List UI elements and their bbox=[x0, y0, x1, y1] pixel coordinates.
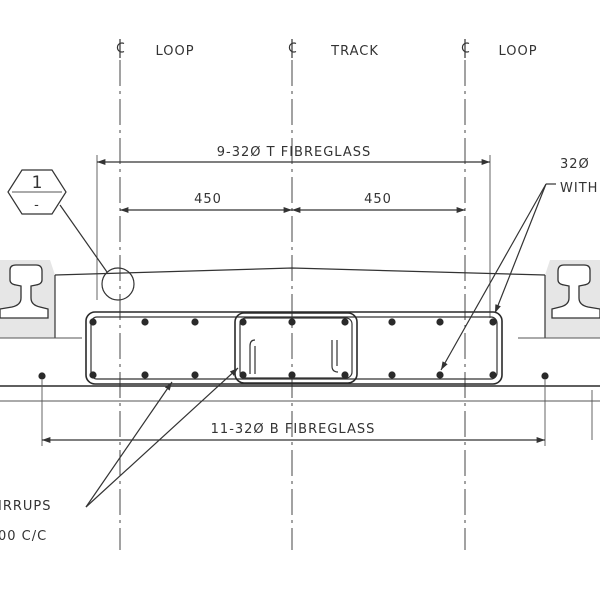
hexagon-detail-icon bbox=[7, 169, 67, 215]
rebar-top bbox=[239, 318, 247, 326]
detail-sheet: - bbox=[34, 198, 40, 213]
centerline-icon bbox=[116, 39, 125, 58]
top-bars-dimension bbox=[96, 155, 491, 318]
rebar-bottom bbox=[89, 371, 97, 379]
centerline-icon bbox=[288, 39, 297, 58]
spacing-left-label: 450 bbox=[194, 192, 222, 207]
label-loop-left: LOOP bbox=[155, 44, 194, 59]
detail-circle bbox=[101, 267, 135, 301]
base-lines bbox=[0, 385, 600, 440]
inner-stirrup bbox=[234, 312, 358, 384]
slab-outline bbox=[0, 267, 600, 339]
rebar-bottom bbox=[541, 372, 549, 380]
rebar-bottom bbox=[38, 372, 46, 380]
top-bars bbox=[89, 318, 497, 326]
left-rail-pocket bbox=[0, 260, 55, 338]
bar-note-line1: 32Ø bbox=[560, 157, 590, 172]
stirrup-hook-right bbox=[331, 340, 339, 373]
rebar-top bbox=[436, 318, 444, 326]
rebar-bottom bbox=[239, 371, 247, 379]
bar-note-leaders bbox=[440, 183, 556, 371]
rail-profile-icon bbox=[0, 264, 49, 319]
rebar-top bbox=[89, 318, 97, 326]
rebar-top bbox=[341, 318, 349, 326]
stirrup-note-leaders bbox=[85, 367, 239, 508]
stirrup-note-line2: 00 C/C bbox=[0, 529, 47, 544]
bar-note-line2: WITH bbox=[560, 181, 598, 196]
label-track: TRACK bbox=[330, 44, 379, 59]
spacing-right-label: 450 bbox=[364, 192, 392, 207]
rebar-top bbox=[191, 318, 199, 326]
rebar-bottom bbox=[436, 371, 444, 379]
bottom-bars-label: 11-32Ø B FIBREGLASS bbox=[211, 422, 376, 437]
rebar-top bbox=[288, 318, 296, 326]
bottom-bars-dimension bbox=[41, 380, 546, 446]
outer-stirrup bbox=[85, 311, 503, 385]
top-bars-label: 9-32Ø T FIBREGLASS bbox=[217, 145, 371, 160]
stirrup-hook-left bbox=[249, 339, 256, 374]
rebar-bottom bbox=[489, 371, 497, 379]
centerlines bbox=[119, 60, 466, 550]
stirrup-note-line1: IRRUPS bbox=[0, 499, 52, 514]
right-rail-pocket bbox=[545, 260, 600, 338]
label-loop-right: LOOP bbox=[498, 44, 537, 59]
detail-leader bbox=[59, 204, 108, 273]
rebar-bottom bbox=[341, 371, 349, 379]
rebar-bottom bbox=[191, 371, 199, 379]
rebar-top bbox=[489, 318, 497, 326]
rebar-bottom bbox=[288, 371, 296, 379]
bottom-bars bbox=[38, 371, 549, 380]
rail-profile-icon bbox=[551, 264, 600, 319]
rebar-top bbox=[388, 318, 396, 326]
rebar-top bbox=[141, 318, 149, 326]
detail-number: 1 bbox=[32, 173, 43, 193]
rebar-bottom bbox=[141, 371, 149, 379]
rebar-bottom bbox=[388, 371, 396, 379]
centerline-icon bbox=[461, 39, 470, 58]
